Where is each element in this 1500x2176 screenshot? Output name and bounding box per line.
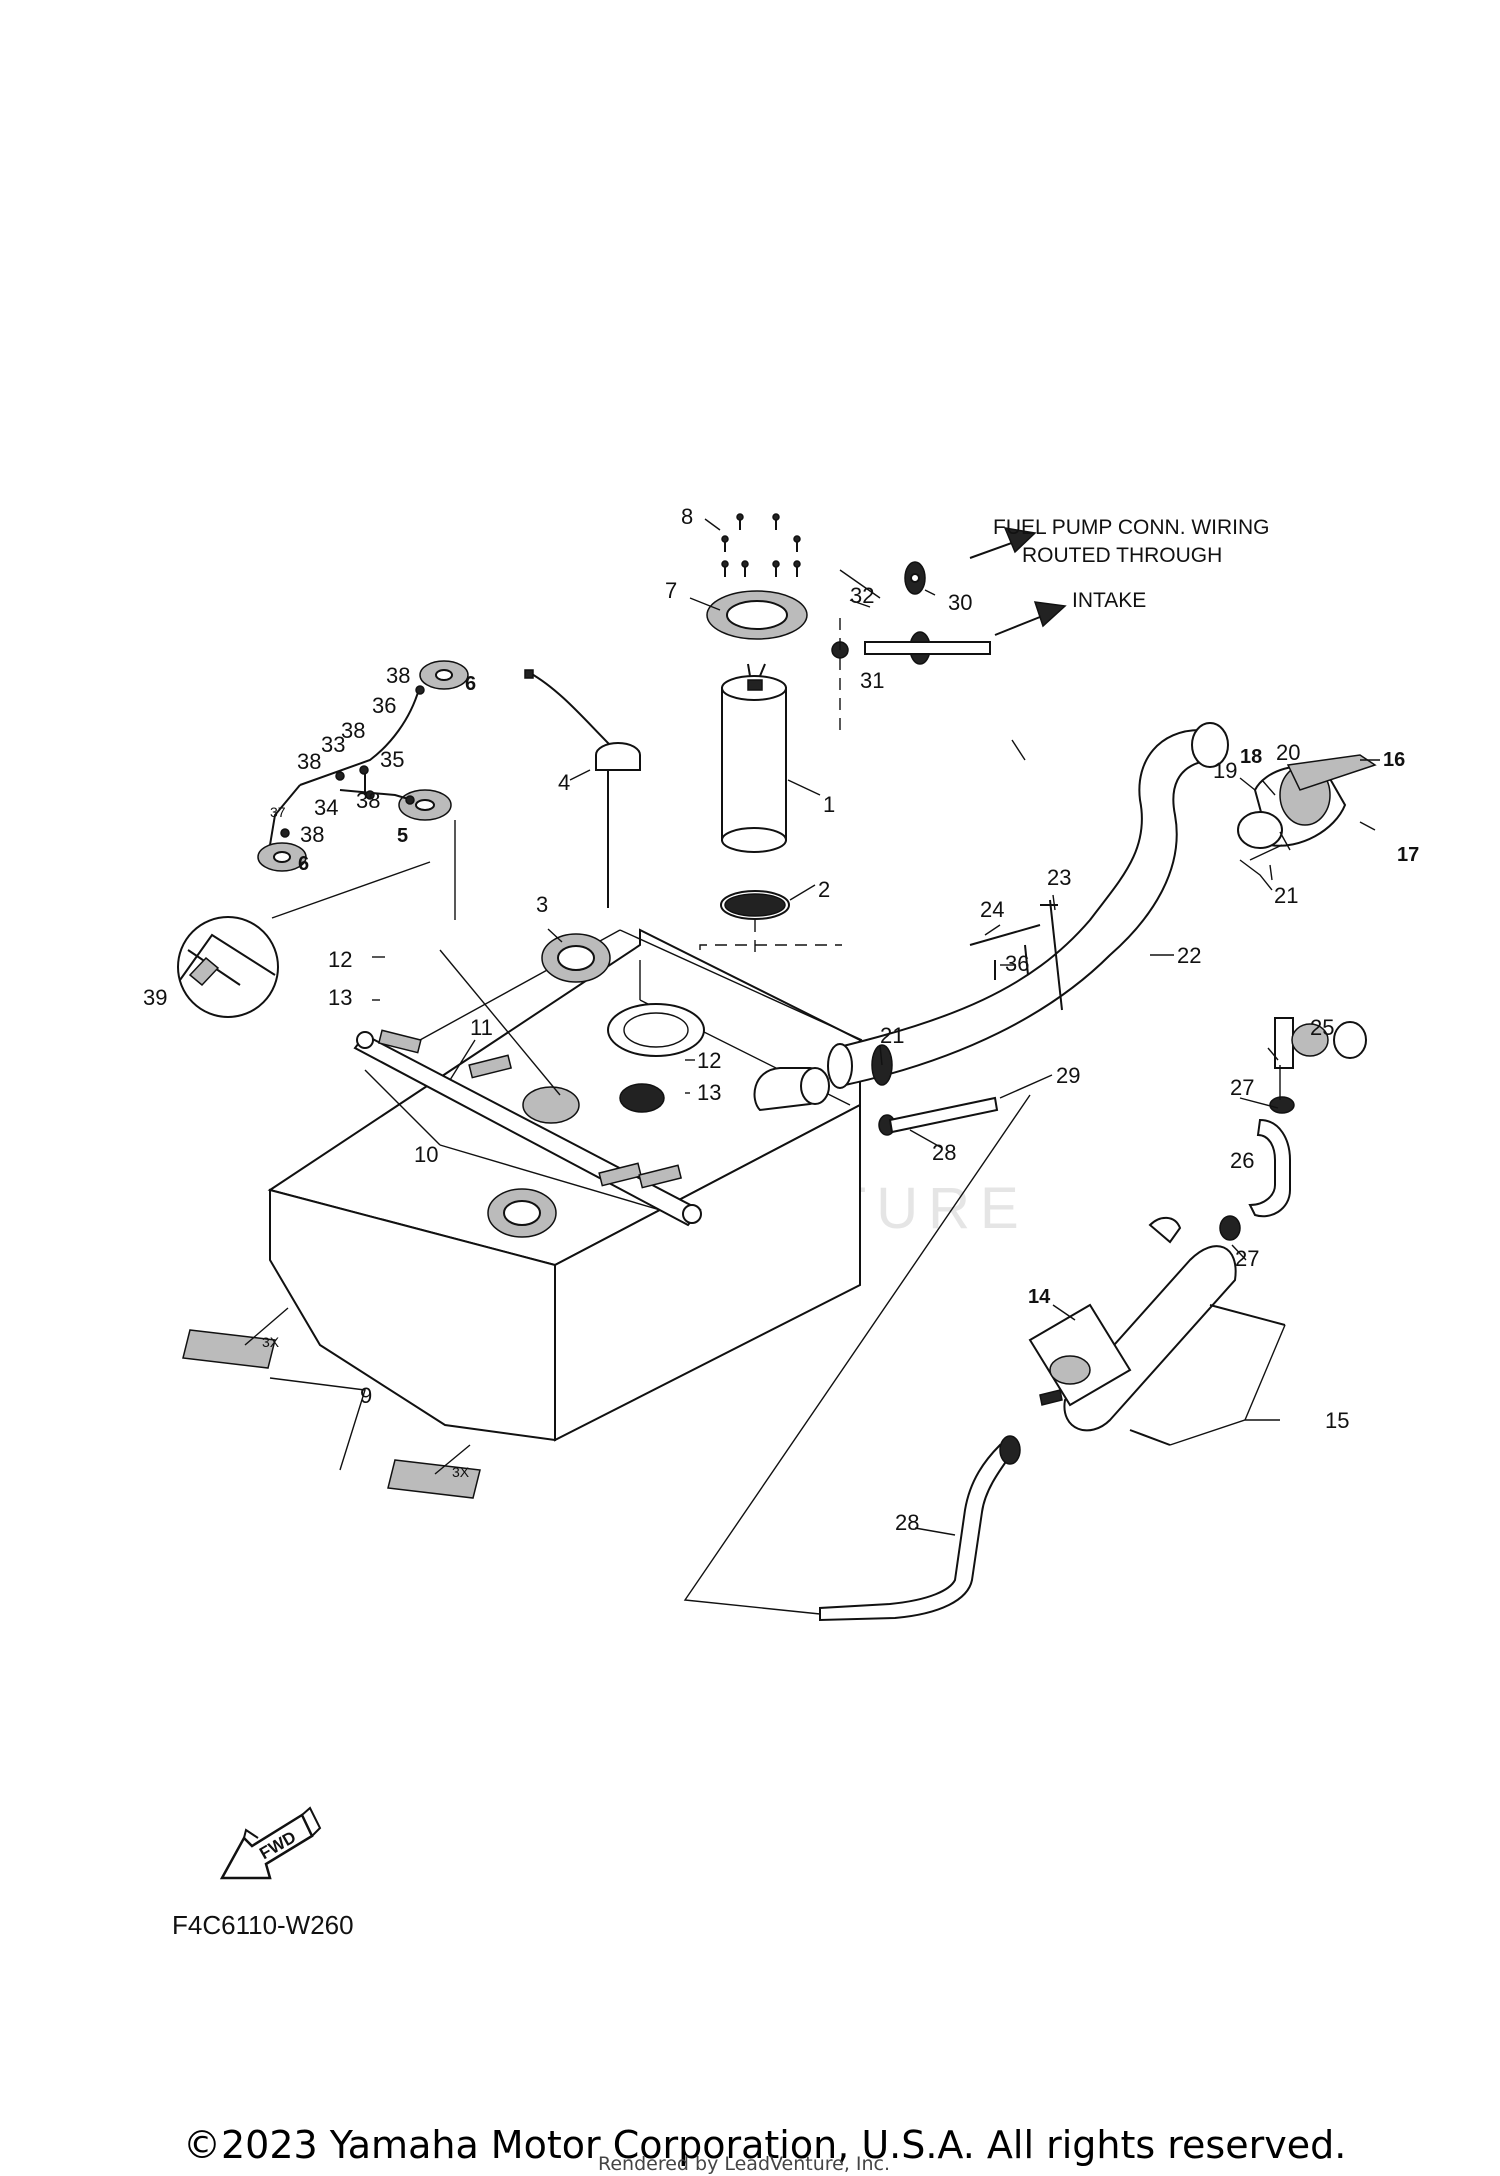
callout-12: 12 bbox=[697, 1048, 721, 1073]
callout-13: 13 bbox=[697, 1080, 721, 1105]
callout-16: 16 bbox=[1383, 749, 1405, 771]
callout-11: 11 bbox=[470, 1015, 493, 1040]
callout-25: 25 bbox=[1310, 1015, 1334, 1040]
callout-10: 10 bbox=[414, 1142, 438, 1167]
routing-notes: FUEL PUMP CONN. WIRING ROUTED THROUGH IN… bbox=[993, 516, 1270, 612]
callout-20: 20 bbox=[1276, 740, 1300, 765]
pad-qty-label: 3X bbox=[452, 1464, 470, 1480]
callout-39: 39 bbox=[143, 985, 167, 1010]
fuel-sender-gauge bbox=[524, 669, 641, 908]
callout-13: 13 bbox=[328, 985, 352, 1010]
water-separator bbox=[1219, 1017, 1367, 1241]
pad-qty-label: 3X bbox=[262, 1334, 280, 1350]
callout-4: 4 bbox=[558, 770, 570, 795]
filler-neck bbox=[1237, 754, 1377, 849]
callout-7: 7 bbox=[665, 578, 677, 603]
callout-27: 27 bbox=[1235, 1246, 1259, 1271]
callout-27: 27 bbox=[1230, 1075, 1254, 1100]
callout-28: 28 bbox=[932, 1140, 956, 1165]
callout-30: 30 bbox=[948, 590, 972, 615]
callout-18: 18 bbox=[1240, 746, 1262, 768]
callout-21: 21 bbox=[880, 1023, 904, 1048]
callout-38: 38 bbox=[341, 718, 365, 743]
callout-5: 5 bbox=[397, 825, 408, 847]
pump-wiring-note: FUEL PUMP CONN. WIRING bbox=[993, 516, 1270, 539]
fuel-tank bbox=[267, 928, 863, 1442]
callout-15: 15 bbox=[1325, 1408, 1349, 1433]
retainer-ring bbox=[706, 590, 808, 640]
callout-36: 36 bbox=[1005, 951, 1029, 976]
callout-26: 26 bbox=[1230, 1148, 1254, 1173]
intake-grommets bbox=[831, 527, 1067, 735]
callout-28: 28 bbox=[895, 1510, 919, 1535]
tank-pads: 3X 3X bbox=[182, 1307, 481, 1499]
figure-code: F4C6110-W260 bbox=[172, 1910, 354, 1940]
callout-38: 38 bbox=[300, 822, 324, 847]
callout-21: 21 bbox=[1274, 883, 1298, 908]
fuel-pump-assembly bbox=[721, 663, 787, 853]
rendered-by-text: Rendered by LeadVenture, Inc. bbox=[598, 2153, 890, 2175]
callout-34: 34 bbox=[314, 795, 338, 820]
callout-36: 36 bbox=[372, 693, 396, 718]
callout-8: 8 bbox=[681, 504, 693, 529]
return-hose bbox=[819, 1435, 1021, 1622]
callout-38: 38 bbox=[356, 788, 380, 813]
callout-37: 37 bbox=[270, 804, 286, 820]
callout-1: 1 bbox=[823, 792, 835, 817]
pump-wiring-note: ROUTED THROUGH bbox=[1022, 544, 1222, 567]
bolts bbox=[721, 513, 801, 577]
fuel-filter-assembly bbox=[1028, 1216, 1286, 1446]
callout-38: 38 bbox=[297, 749, 321, 774]
copyright-text: ©2023 Yamaha Motor Corporation, U.S.A. A… bbox=[183, 2123, 1346, 2167]
callout-17: 17 bbox=[1397, 844, 1419, 866]
callout-22: 22 bbox=[1177, 943, 1201, 968]
callout-3: 3 bbox=[536, 892, 548, 917]
filler-hose bbox=[827, 722, 1229, 1089]
fwd-arrow-icon: FWD bbox=[219, 1806, 322, 1880]
callout-6: 6 bbox=[465, 673, 476, 695]
callout-29: 29 bbox=[1056, 1063, 1080, 1088]
callouts: 1 2 3 4 5 6 6 7 8 9 10 11 12 12 13 13 14… bbox=[143, 504, 1419, 1535]
callout-9: 9 bbox=[360, 1383, 372, 1408]
vent-hose bbox=[888, 1096, 999, 1134]
callout-12: 12 bbox=[328, 947, 352, 972]
callout-33: 33 bbox=[321, 732, 345, 757]
callout-6: 6 bbox=[298, 853, 309, 875]
callout-19: 19 bbox=[1213, 758, 1237, 783]
callout-32: 32 bbox=[850, 583, 874, 608]
callout-24: 24 bbox=[980, 897, 1004, 922]
intake-note: INTAKE bbox=[1072, 589, 1146, 612]
tank-strap bbox=[353, 1029, 702, 1227]
callout-38: 38 bbox=[386, 663, 410, 688]
detail-view bbox=[177, 916, 279, 1018]
callout-31: 31 bbox=[860, 668, 884, 693]
callout-23: 23 bbox=[1047, 865, 1071, 890]
callout-35: 35 bbox=[380, 747, 404, 772]
vent-line-kit bbox=[257, 660, 469, 872]
leader-lines bbox=[271, 518, 1380, 1615]
callout-2: 2 bbox=[818, 877, 830, 902]
callout-14: 14 bbox=[1028, 1286, 1051, 1308]
